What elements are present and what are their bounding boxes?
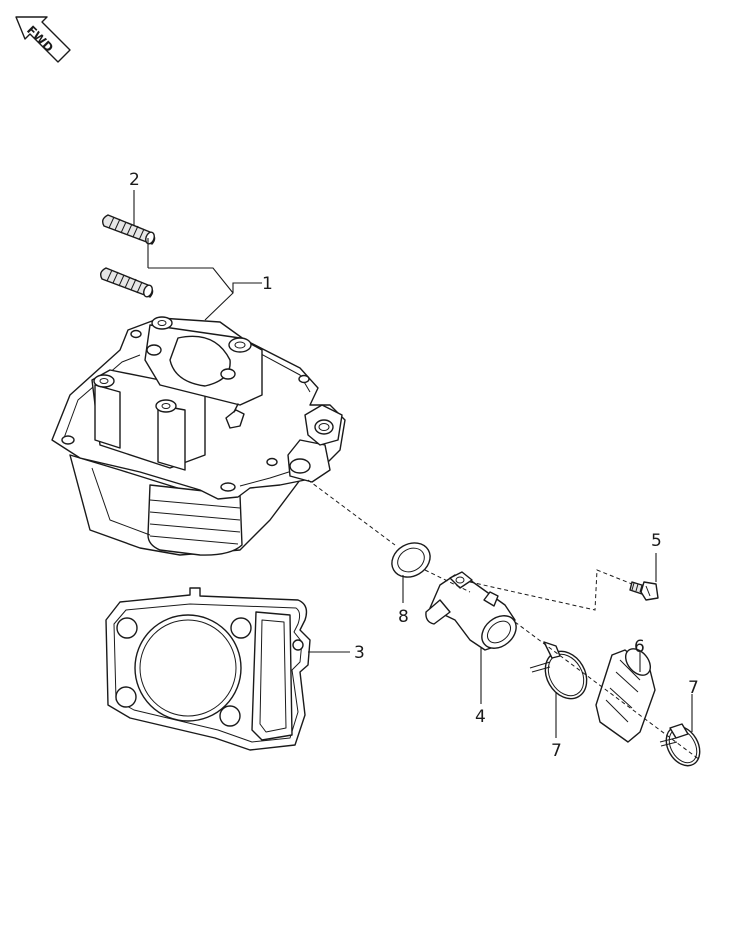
- callout-7-right: 7: [688, 678, 699, 698]
- flange-bolt: [629, 581, 659, 601]
- callout-2: 2: [129, 170, 140, 190]
- insulator: [595, 648, 656, 743]
- assembly-centerlines: [307, 479, 701, 761]
- callout-7-left: 7: [551, 741, 562, 761]
- stud-bolt-lower: [99, 267, 154, 298]
- callout-1: 1: [262, 274, 273, 294]
- callout-3: 3: [354, 643, 365, 663]
- callout-8: 8: [398, 607, 409, 627]
- clamp-right: [659, 723, 701, 767]
- callout-labels: 2 1 3 4 5 6 7 7 8: [129, 170, 699, 761]
- clamp-left: [529, 641, 588, 700]
- cylinder-gasket: [105, 587, 311, 751]
- cylinder-head: [51, 316, 346, 556]
- o-ring: [391, 542, 431, 578]
- intake-pipe: [425, 571, 517, 651]
- callout-6: 6: [634, 637, 645, 657]
- leader-lines: [133, 190, 693, 738]
- callout-5: 5: [651, 531, 662, 551]
- callout-4: 4: [475, 707, 486, 727]
- fwd-arrow-icon: FWD: [15, 16, 71, 63]
